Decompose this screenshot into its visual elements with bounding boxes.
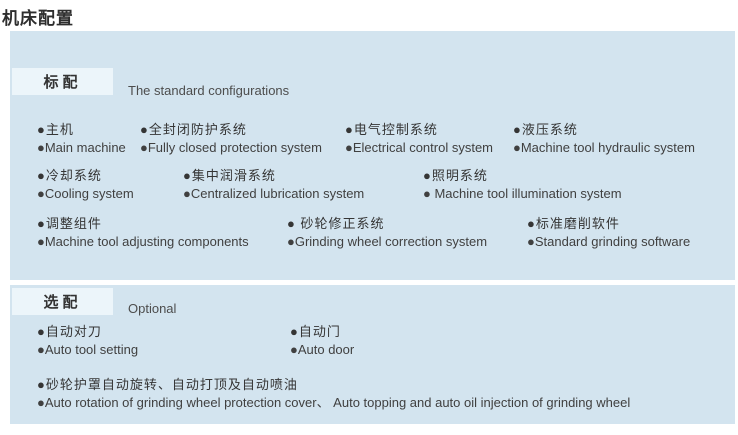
config-item: ● 砂轮修正系统 ●Grinding wheel correction syst…: [287, 215, 487, 251]
config-item-zh: ●液压系统: [513, 122, 578, 137]
config-item-zh: ●电气控制系统: [345, 122, 438, 137]
config-item-zh: ●自动对刀: [37, 324, 102, 339]
config-item: ●标准磨削软件 ●Standard grinding software: [527, 215, 690, 251]
config-item-en: ●Cooling system: [37, 186, 134, 201]
config-item: ●砂轮护罩自动旋转、自动打顶及自动喷油 ●Auto rotation of gr…: [37, 376, 630, 412]
config-item-en: ●Auto rotation of grinding wheel protect…: [37, 395, 631, 410]
config-item: ●电气控制系统 ●Electrical control system: [345, 121, 493, 157]
standard-configurations-panel: 标配 The standard configurations ●主机 ●Main…: [10, 31, 735, 280]
config-item: ●液压系统 ●Machine tool hydraulic system: [513, 121, 695, 157]
config-item-zh: ●照明系统: [423, 168, 488, 183]
optional-tag-box: 选配: [12, 288, 113, 315]
config-item: ●调整组件 ●Machine tool adjusting components: [37, 215, 249, 251]
optional-group-1: ●自动对刀 ●Auto tool setting ●自动门 ●Auto door: [10, 323, 735, 359]
config-item-en: ●Fully closed protection system: [140, 140, 322, 155]
config-item-en: ●Main machine: [37, 140, 126, 155]
standard-subtitle: The standard configurations: [128, 83, 290, 98]
config-item-zh: ●主机: [37, 122, 74, 137]
config-item-zh: ●全封闭防护系统: [140, 122, 247, 137]
config-item: ●自动对刀 ●Auto tool setting: [37, 323, 138, 359]
config-item-zh: ● 砂轮修正系统: [287, 216, 385, 231]
config-item-en: ●Auto door: [290, 342, 355, 357]
config-item-en: ●Machine tool adjusting components: [37, 234, 249, 249]
standard-group-1: ●主机 ●Main machine ●全封闭防护系统 ●Fully closed…: [10, 121, 735, 157]
config-item-zh: ●调整组件: [37, 216, 102, 231]
page-title: 机床配置: [2, 9, 74, 28]
config-item-en: ●Grinding wheel correction system: [287, 234, 488, 249]
config-item-zh: ●集中润滑系统: [183, 168, 276, 183]
standard-group-2: ●冷却系统 ●Cooling system ●集中润滑系统 ●Centraliz…: [10, 167, 735, 203]
config-item-en: ●Standard grinding software: [527, 234, 691, 249]
config-item-en: ● Machine tool illumination system: [423, 186, 622, 201]
config-item-en: ●Machine tool hydraulic system: [513, 140, 695, 155]
standard-group-3: ●调整组件 ●Machine tool adjusting components…: [10, 215, 735, 251]
config-item: ●照明系统 ● Machine tool illumination system: [423, 167, 622, 203]
config-item: ●集中润滑系统 ●Centralized lubrication system: [183, 167, 364, 203]
optional-group-2: ●砂轮护罩自动旋转、自动打顶及自动喷油 ●Auto rotation of gr…: [10, 376, 735, 412]
config-item-en: ●Auto tool setting: [37, 342, 139, 357]
config-item: ●全封闭防护系统 ●Fully closed protection system: [140, 121, 322, 157]
config-item-zh: ●冷却系统: [37, 168, 102, 183]
config-item: ●主机 ●Main machine: [37, 121, 126, 157]
standard-tag-box: 标配: [12, 68, 113, 95]
config-item: ●自动门 ●Auto door: [290, 323, 354, 359]
config-item-zh: ●自动门: [290, 324, 341, 339]
config-item: ●冷却系统 ●Cooling system: [37, 167, 134, 203]
config-item-zh: ●砂轮护罩自动旋转、自动打顶及自动喷油: [37, 377, 298, 392]
config-item-zh: ●标准磨削软件: [527, 216, 620, 231]
optional-subtitle: Optional: [128, 301, 177, 316]
config-item-en: ●Electrical control system: [345, 140, 494, 155]
config-item-en: ●Centralized lubrication system: [183, 186, 365, 201]
optional-configurations-panel: 选配 Optional ●自动对刀 ●Auto tool setting ●自动…: [10, 285, 735, 424]
